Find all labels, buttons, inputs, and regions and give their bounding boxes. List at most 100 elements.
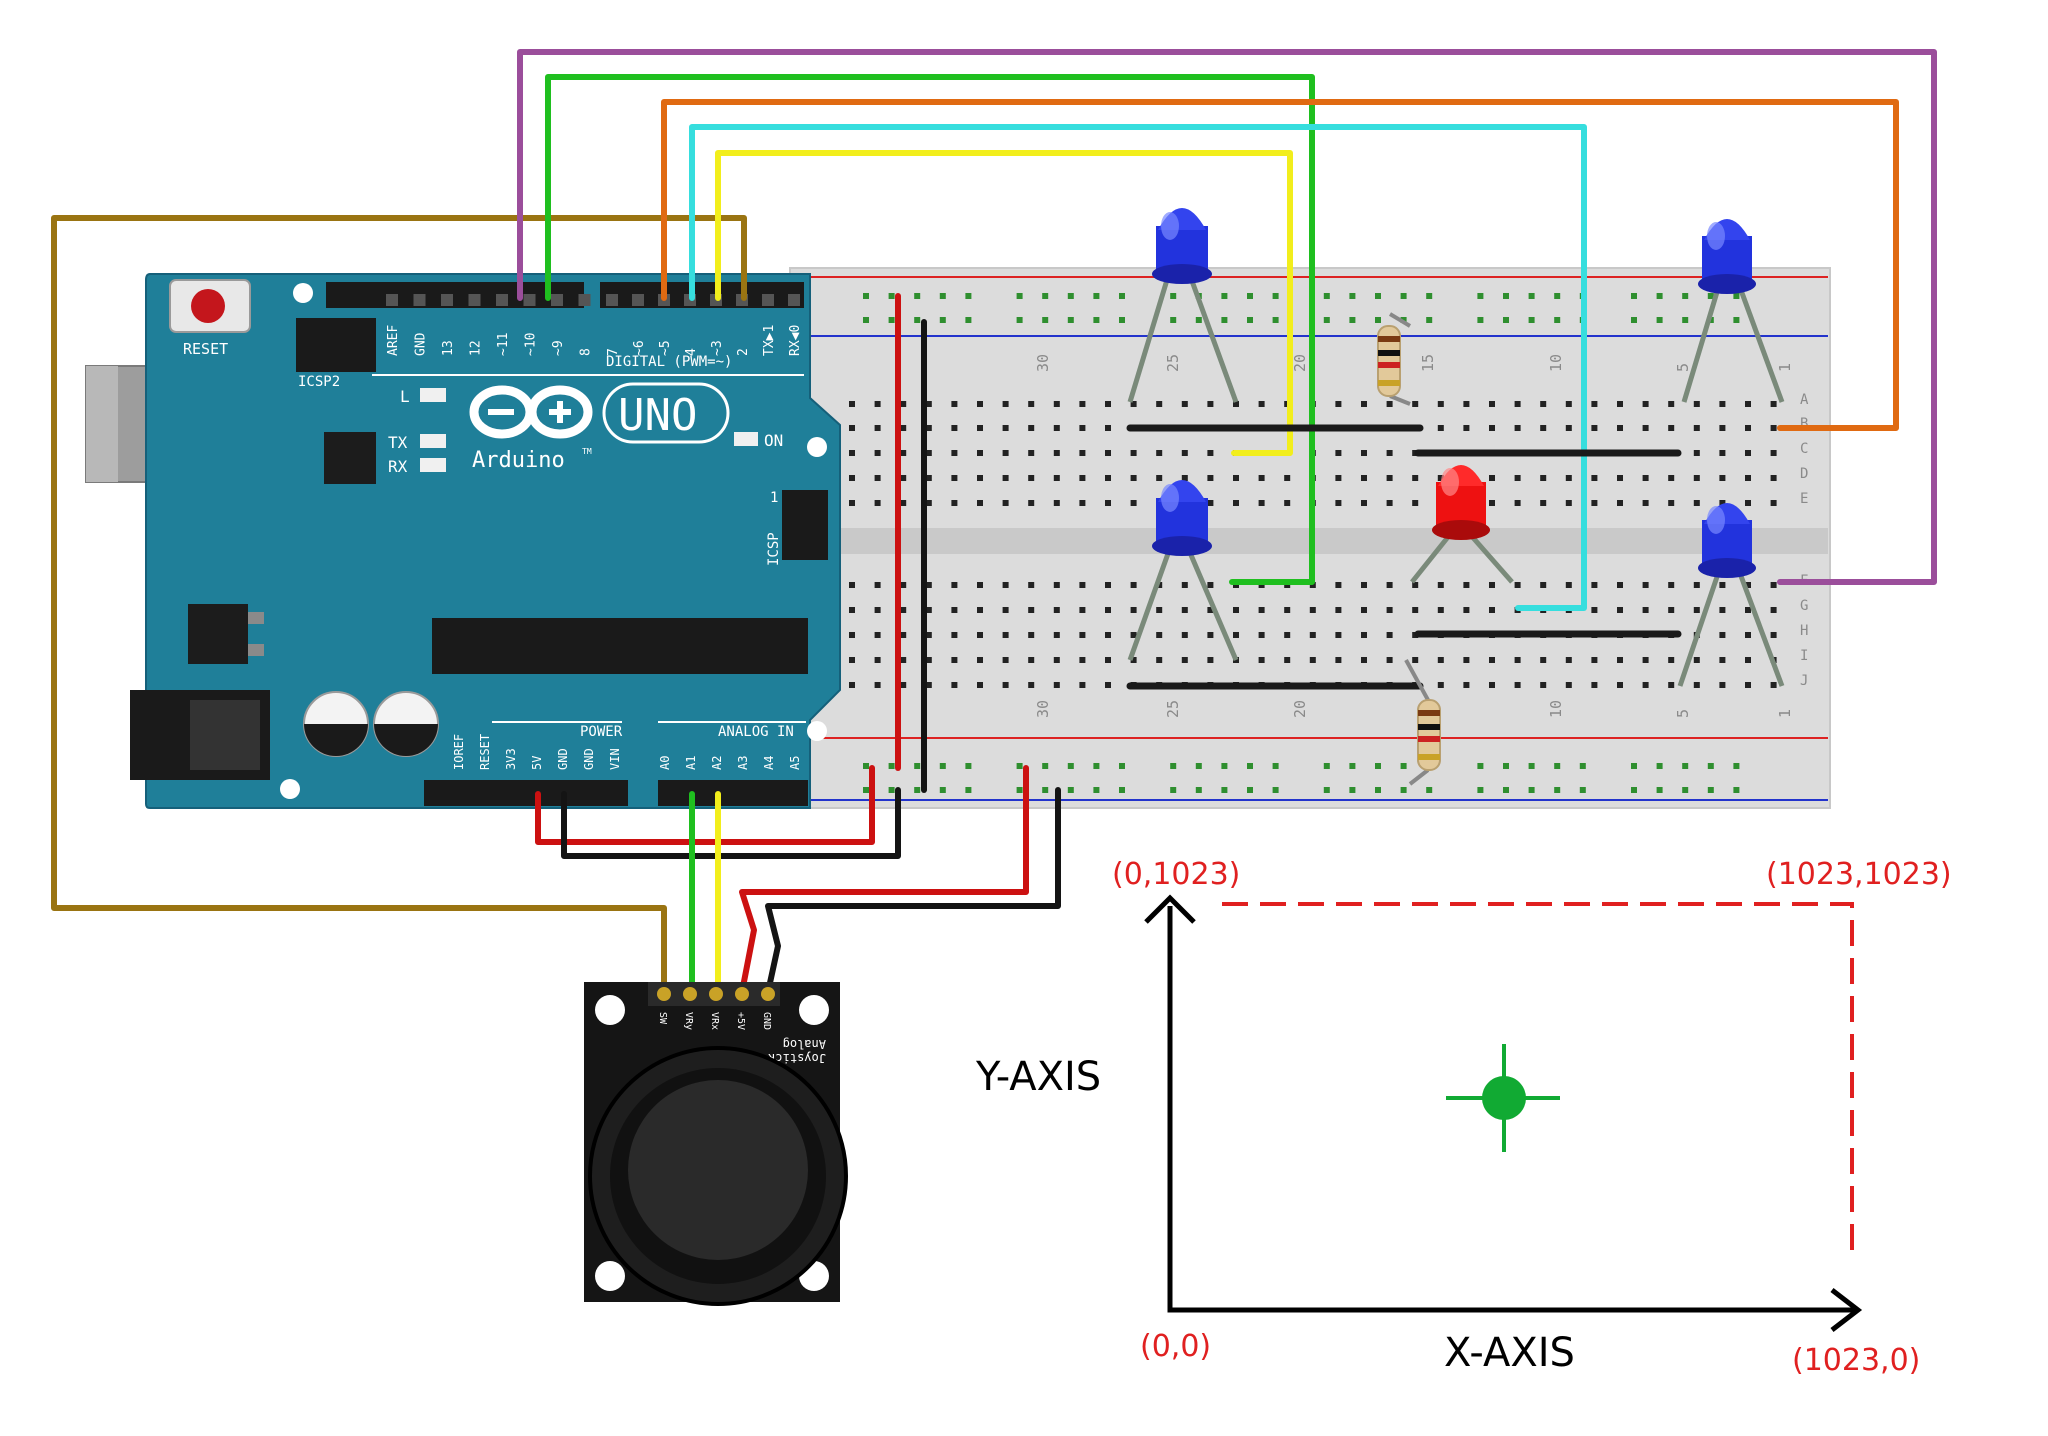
breadboard-hole bbox=[849, 607, 855, 613]
breadboard-hole bbox=[1745, 682, 1751, 688]
rail-hole bbox=[1477, 787, 1484, 793]
rail-hole bbox=[1503, 317, 1509, 323]
rail-hole bbox=[1707, 763, 1714, 769]
rail-hole bbox=[863, 787, 869, 793]
breadboard-hole bbox=[977, 632, 983, 638]
breadboard-hole bbox=[925, 632, 932, 638]
breadboard-hole bbox=[1207, 632, 1214, 638]
digital-label: DIGITAL (PWM=~) bbox=[606, 354, 732, 370]
breadboard-hole bbox=[1156, 401, 1163, 407]
breadboard-hole bbox=[1693, 475, 1700, 481]
breadboard-hole bbox=[1028, 657, 1035, 663]
rail-hole bbox=[863, 293, 869, 299]
rail-hole bbox=[1042, 763, 1049, 769]
breadboard-hole bbox=[1156, 657, 1163, 663]
breadboard-hole bbox=[1642, 500, 1649, 506]
wire-green bbox=[545, 74, 1315, 585]
breadboard-hole bbox=[1642, 475, 1649, 481]
icsp-label: ICSP bbox=[766, 532, 782, 566]
breadboard-hole bbox=[1181, 401, 1188, 407]
breadboard-hole bbox=[1156, 450, 1163, 456]
breadboard-hole bbox=[1105, 582, 1111, 588]
row-letter: A bbox=[1800, 392, 1809, 408]
rail-hole bbox=[1733, 787, 1740, 793]
breadboard-hole bbox=[1258, 475, 1265, 481]
led-tx bbox=[420, 434, 446, 448]
rail-hole bbox=[1093, 317, 1100, 323]
rail-hole bbox=[914, 763, 921, 769]
breadboard-hole bbox=[1719, 607, 1726, 613]
breadboard-hole bbox=[925, 425, 932, 431]
reset-button-cap bbox=[191, 289, 225, 323]
breadboard-hole bbox=[1437, 401, 1444, 407]
column-number: 5 bbox=[1674, 363, 1692, 372]
breadboard-hole bbox=[1693, 425, 1700, 431]
pin-label: A1 bbox=[684, 756, 698, 770]
breadboard-hole bbox=[1284, 657, 1291, 663]
breadboard-hole bbox=[1770, 425, 1777, 431]
breadboard-hole bbox=[1386, 632, 1393, 638]
breadboard-hole bbox=[1489, 582, 1495, 588]
breadboard-hole bbox=[1412, 657, 1419, 663]
breadboard-hole bbox=[951, 450, 958, 456]
breadboard-hole bbox=[1719, 632, 1726, 638]
joystick-knob bbox=[628, 1080, 808, 1260]
breadboard-hole bbox=[1181, 450, 1188, 456]
rail-hole bbox=[1067, 763, 1074, 769]
breadboard-hole bbox=[1207, 657, 1214, 663]
breadboard-hole bbox=[1105, 425, 1111, 431]
breadboard-hole bbox=[1002, 607, 1009, 613]
wire-cyan bbox=[689, 124, 1587, 611]
breadboard-hole bbox=[900, 657, 907, 663]
breadboard-hole bbox=[1412, 500, 1419, 506]
rail-hole bbox=[1554, 763, 1561, 769]
y-axis-label: Y-AXIS bbox=[975, 1054, 1101, 1100]
rail-hole bbox=[1682, 787, 1689, 793]
breadboard-hole bbox=[977, 425, 983, 431]
breadboard-hole bbox=[1719, 450, 1726, 456]
rail-hole bbox=[1631, 317, 1637, 323]
joystick-pin-label: VRy bbox=[683, 1012, 694, 1030]
pin-label: ~10 bbox=[524, 333, 539, 356]
pin-label: GND bbox=[582, 748, 596, 770]
breadboard-hole bbox=[1668, 401, 1675, 407]
rail-hole bbox=[914, 317, 921, 323]
voltage-regulator bbox=[188, 604, 248, 664]
breadboard-hole bbox=[1079, 401, 1086, 407]
breadboard-hole bbox=[1565, 582, 1572, 588]
breadboard-hole bbox=[1617, 401, 1623, 407]
breadboard-hole bbox=[1437, 607, 1444, 613]
rail-hole bbox=[888, 293, 895, 299]
rail-hole bbox=[1016, 293, 1023, 299]
rail-hole bbox=[1707, 293, 1714, 299]
column-number: 20 bbox=[1291, 700, 1309, 718]
breadboard-hole bbox=[874, 475, 881, 481]
bottom-right-label: (1023,0) bbox=[1792, 1343, 1920, 1378]
breadboard-hole bbox=[1105, 401, 1111, 407]
rail-hole bbox=[1477, 317, 1484, 323]
rail-hole bbox=[1119, 293, 1125, 299]
breadboard-hole bbox=[1361, 475, 1367, 481]
pin-label: ~5 bbox=[658, 340, 673, 356]
led-on bbox=[734, 432, 758, 446]
rail-hole bbox=[1221, 763, 1228, 769]
rail-hole bbox=[1349, 763, 1356, 769]
breadboard-hole bbox=[1489, 500, 1495, 506]
rail-hole bbox=[1016, 317, 1023, 323]
breadboard-hole bbox=[951, 682, 958, 688]
rail-hole bbox=[1477, 763, 1484, 769]
row-letter: H bbox=[1800, 623, 1808, 639]
rail-hole bbox=[1733, 763, 1740, 769]
digital-header-left bbox=[326, 282, 584, 308]
breadboard-hole bbox=[1540, 682, 1547, 688]
breadboard-hole bbox=[874, 682, 881, 688]
breadboard-hole bbox=[1668, 500, 1675, 506]
breadboard-hole bbox=[1617, 475, 1623, 481]
breadboard-hole bbox=[1309, 657, 1316, 663]
rail-hole bbox=[1349, 293, 1356, 299]
breadboard-hole bbox=[1053, 632, 1060, 638]
breadboard-hole bbox=[849, 450, 855, 456]
breadboard-hole bbox=[1105, 500, 1111, 506]
